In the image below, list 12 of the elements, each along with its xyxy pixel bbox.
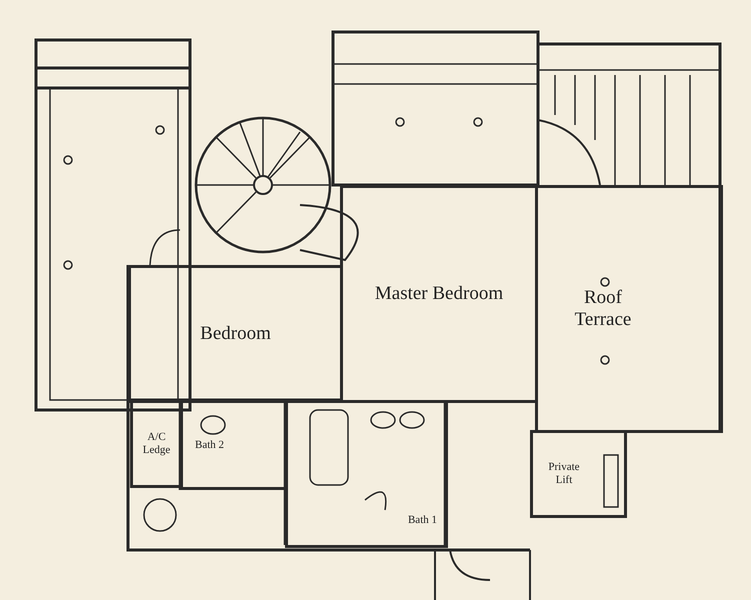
room-label: Roof Terrace (574, 287, 632, 331)
room-label: A/C Ledge (142, 431, 172, 457)
room-label: Bath 2 (195, 438, 224, 452)
room-label: Master Bedroom (374, 283, 504, 305)
room-label: Private Lift (547, 461, 581, 487)
room-area (128, 265, 343, 403)
room-label: Bedroom (200, 323, 271, 345)
room-label: Bath 1 (408, 514, 437, 527)
room-area (530, 430, 627, 518)
room-area (340, 185, 538, 403)
room-area (285, 400, 448, 548)
room-area (535, 185, 723, 433)
